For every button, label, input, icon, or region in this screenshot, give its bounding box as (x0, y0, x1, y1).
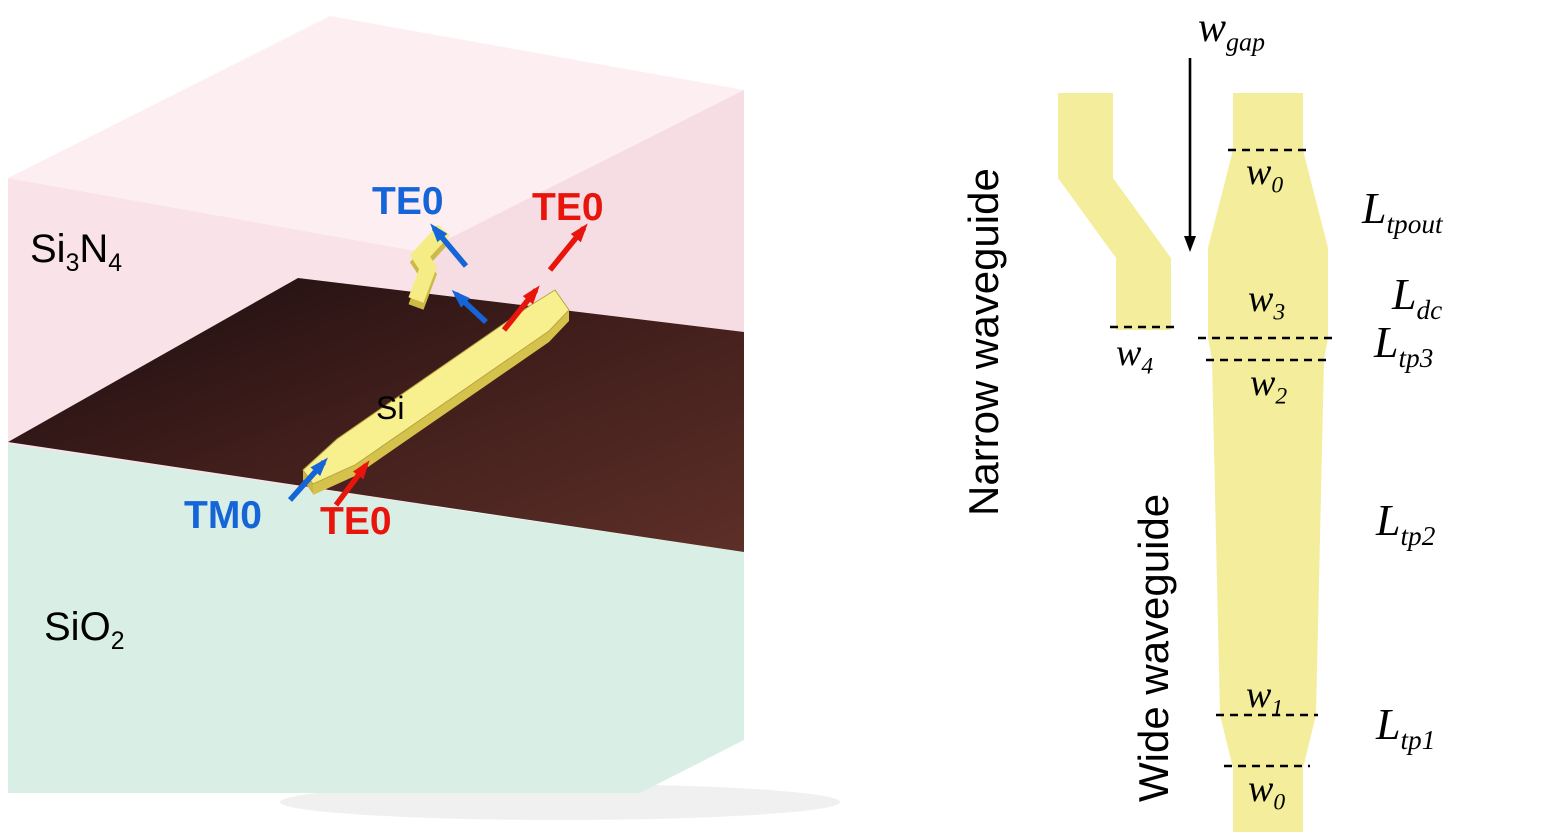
w4-label: w4 (1116, 332, 1154, 380)
l-tp2-label: Ltp2 (1376, 496, 1436, 551)
narrow-branch-waveguide-top (408, 224, 450, 303)
l-dc-label: Ldc (1392, 270, 1443, 325)
sio2-label: SiO2 (44, 605, 125, 655)
narrow-waveguide-label: Narrow waveguide (960, 168, 1007, 516)
te0-input-arrow (333, 460, 370, 507)
l-tpout-label: Ltpout (1362, 184, 1443, 239)
si-waveguide-top-face (302, 289, 570, 485)
sio2-block (8, 444, 744, 793)
te0-blue-arrow (430, 223, 469, 268)
te0-blue-short-arrow (451, 289, 488, 325)
te0-bottom-label: TE0 (320, 500, 392, 543)
tm0-bottom-label: TM0 (184, 494, 262, 537)
si-label: Si (376, 390, 405, 426)
w0-top-label: w0 (1246, 151, 1284, 199)
schematic-narrow-waveguide (1058, 93, 1171, 330)
te0-red-arrow (547, 223, 588, 272)
l-tp3-label: Ltp3 (1374, 318, 1434, 373)
si3n4-top-face (8, 16, 744, 252)
te0-red-short-arrow (501, 285, 540, 332)
l-tp1-label: Ltp1 (1376, 700, 1436, 755)
w3-label: w3 (1248, 278, 1286, 326)
te0-blue-top-label: TE0 (372, 180, 444, 223)
w1-label: w1 (1246, 674, 1284, 722)
te0-red-top-label: TE0 (532, 186, 604, 229)
schematic-wide-waveguide (1208, 93, 1328, 832)
si-waveguide-side-face (313, 310, 569, 495)
w2-label: w2 (1250, 362, 1288, 410)
wgap-label: wgap (1198, 5, 1266, 57)
wide-waveguide-label: Wide waveguide (1130, 493, 1177, 802)
si3n4-label: Si3N4 (30, 227, 123, 277)
tm0-input-arrow (287, 457, 329, 502)
w0-bottom-label: w0 (1248, 768, 1286, 816)
